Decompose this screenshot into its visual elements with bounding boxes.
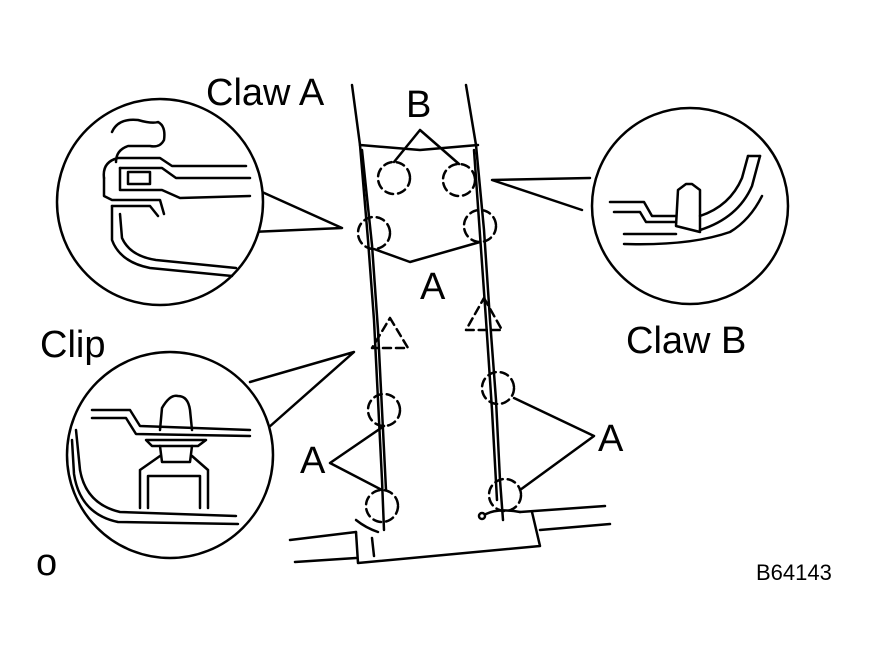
label-a-middle: A bbox=[420, 266, 446, 308]
panel-left-edge bbox=[350, 83, 386, 532]
detail-bracket bbox=[110, 118, 166, 164]
label-clip: Clip bbox=[40, 324, 106, 366]
floor-line-right-upper bbox=[518, 504, 607, 514]
panel-bottom-tab-inner bbox=[370, 536, 376, 558]
detail-body bbox=[102, 156, 248, 180]
leader-b bbox=[392, 128, 461, 166]
claw-b-markers bbox=[376, 160, 477, 198]
claw-a-marker bbox=[480, 370, 516, 406]
detail-panel bbox=[90, 416, 252, 438]
label-claw-a: Claw A bbox=[206, 72, 325, 114]
callout-pointer bbox=[490, 176, 592, 212]
label-b: B bbox=[406, 84, 432, 126]
detail-body bbox=[118, 166, 252, 180]
detail-body bbox=[612, 210, 678, 224]
panel-top-cut bbox=[358, 143, 480, 152]
claw-a-callout bbox=[55, 97, 344, 307]
claw-a-marker bbox=[366, 392, 402, 428]
detail-body bbox=[608, 200, 678, 218]
detail-body bbox=[110, 204, 234, 278]
leader-a-left bbox=[328, 424, 386, 492]
detail-body bbox=[622, 194, 764, 246]
corner-mark: o bbox=[36, 542, 58, 584]
clip-marker bbox=[464, 296, 504, 332]
detail-body bbox=[110, 204, 160, 218]
callout-circle bbox=[590, 106, 790, 306]
floor-line-lower bbox=[293, 556, 358, 564]
figure-code: B64143 bbox=[756, 560, 832, 585]
detail-panel bbox=[74, 428, 238, 518]
detail-panel bbox=[90, 408, 252, 432]
detail-clip-head bbox=[158, 394, 194, 432]
detail-body bbox=[698, 154, 750, 218]
floor-line-right-lower bbox=[538, 522, 612, 532]
detail-clip-stem bbox=[158, 444, 194, 464]
clip-markers bbox=[370, 296, 504, 350]
leader-a-middle bbox=[372, 240, 482, 264]
panel-right-inner-edge bbox=[472, 148, 499, 502]
callout-circle bbox=[65, 350, 275, 560]
detail-panel bbox=[70, 438, 240, 526]
panel-left-bottom-curve bbox=[354, 518, 380, 534]
callout-pointer bbox=[248, 350, 356, 430]
detail-body bbox=[118, 212, 238, 270]
claw-b-callout bbox=[490, 106, 790, 306]
claw-b-marker bbox=[376, 160, 412, 196]
detail-body bbox=[102, 176, 166, 216]
detail-clip-collar bbox=[144, 438, 208, 448]
panel-left-inner-edge bbox=[360, 148, 388, 492]
claw-a-marker bbox=[487, 477, 523, 513]
label-claw-b: Claw B bbox=[626, 320, 747, 362]
clip-callout bbox=[65, 350, 356, 560]
claw-b-marker bbox=[441, 162, 477, 198]
label-a-left: A bbox=[300, 440, 326, 482]
claw-a-marker bbox=[364, 488, 400, 524]
clip-marker bbox=[370, 316, 410, 350]
detail-clip-base bbox=[138, 454, 210, 510]
label-a-right: A bbox=[598, 418, 624, 460]
claw-a-marker bbox=[356, 215, 392, 251]
small-hole-mark bbox=[477, 511, 487, 521]
detail-body bbox=[118, 166, 252, 200]
callout-pointer bbox=[250, 190, 344, 234]
leader-a-right bbox=[512, 396, 596, 492]
panel-bottom-tab bbox=[354, 510, 542, 565]
detail-claw bbox=[126, 170, 152, 186]
detail-body bbox=[698, 154, 762, 232]
floor-line-upper bbox=[288, 530, 358, 542]
detail-claw bbox=[674, 182, 702, 234]
